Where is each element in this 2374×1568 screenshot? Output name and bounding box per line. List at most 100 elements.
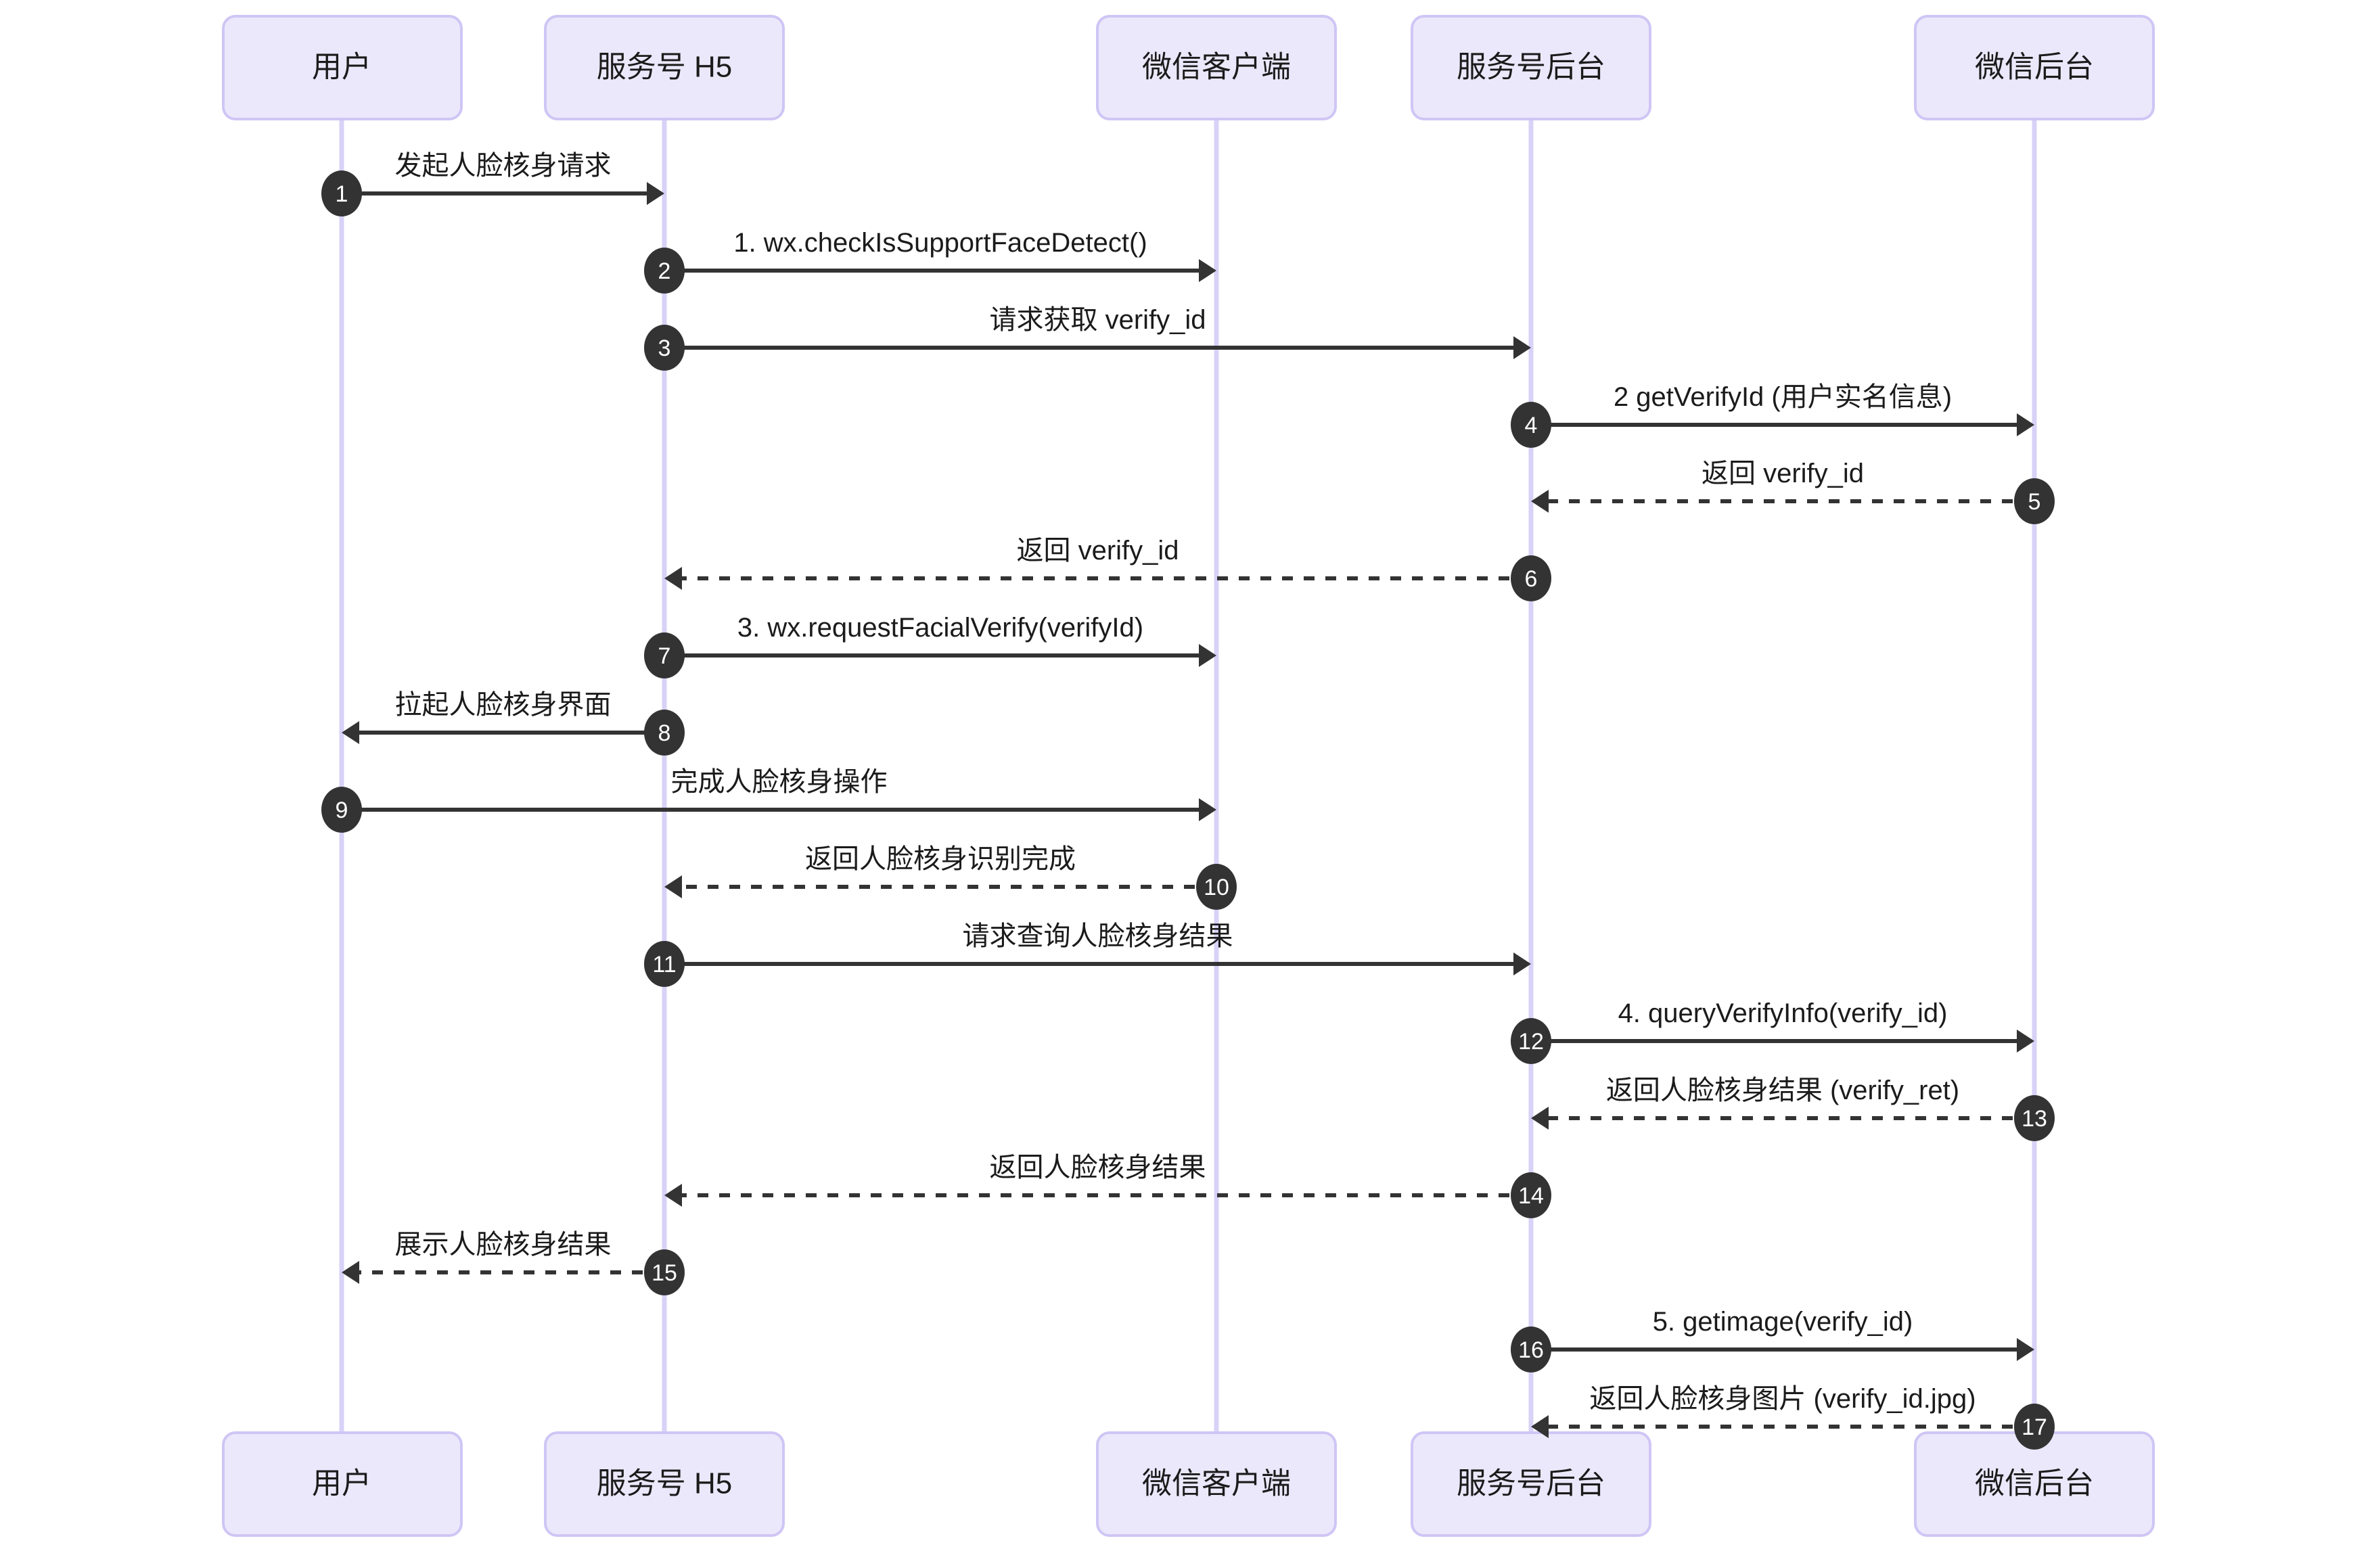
actor-box-backend: [1411, 15, 1651, 120]
sequence-number-17: 17: [2022, 1414, 2047, 1440]
sequence-number-11: 11: [652, 952, 676, 977]
actor-label-user: 用户: [312, 51, 371, 84]
message-arrowhead-6: [664, 567, 682, 590]
message-arrowhead-9: [1199, 798, 1216, 821]
message-14[interactable]: 14 返回人脸核身结果: [664, 1153, 1551, 1218]
message-arrowhead-16: [2017, 1338, 2034, 1361]
message-label-6: 返回 verify_id: [1016, 536, 1179, 566]
message-label-16: 5. getimage(verify_id): [1653, 1307, 1913, 1337]
actor-label-h5: 服务号 H5: [597, 51, 732, 84]
actor-label-wxbackend: 微信后台: [1975, 51, 2094, 84]
message-label-12: 4. queryVerifyInfo(verify_id): [1618, 998, 1948, 1028]
sequence-number-9: 9: [336, 798, 348, 823]
message-label-2: 1. wx.checkIsSupportFaceDetect(): [733, 228, 1147, 258]
message-label-17: 返回人脸核身图片 (verify_id.jpg): [1589, 1384, 1976, 1414]
sequence-bubble-8: [644, 710, 685, 756]
message-12[interactable]: 12 4. queryVerifyInfo(verify_id): [1511, 998, 2034, 1064]
sequence-number-14: 14: [1518, 1183, 1544, 1209]
sequence-number-2: 2: [658, 258, 671, 284]
message-arrowhead-14: [664, 1184, 682, 1207]
message-arrowhead-15: [342, 1261, 359, 1284]
actor-label-wxclient: 微信客户端: [1142, 1467, 1291, 1500]
message-7[interactable]: 7 3. wx.requestFacialVerify(verifyId): [644, 613, 1216, 678]
actor-header-h5[interactable]: 服务号 H5: [544, 15, 785, 120]
actor-footer-user[interactable]: 用户: [222, 1431, 463, 1537]
message-5[interactable]: 5 返回 verify_id: [1531, 459, 2055, 524]
message-label-8: 拉起人脸核身界面: [395, 690, 612, 720]
sequence-bubble-7: [644, 632, 685, 678]
message-label-13: 返回人脸核身结果 (verify_ret): [1606, 1076, 1959, 1105]
actor-label-backend: 服务号后台: [1457, 1467, 1605, 1500]
sequence-bubble-9: [321, 787, 362, 833]
sequence-number-8: 8: [658, 720, 671, 746]
message-6[interactable]: 6 返回 verify_id: [664, 536, 1551, 601]
actor-box-h5: [544, 15, 785, 120]
sequence-bubble-6: [1511, 555, 1551, 601]
actor-footer-wxbackend[interactable]: 微信后台: [1914, 1431, 2155, 1537]
message-arrowhead-13: [1531, 1107, 1549, 1130]
message-arrowhead-7: [1199, 644, 1216, 667]
actor-header-backend[interactable]: 服务号后台: [1411, 15, 1651, 120]
actor-box-backend: [1411, 1431, 1651, 1537]
message-11[interactable]: 11 请求查询人脸核身结果: [644, 921, 1531, 987]
sequence-number-5: 5: [2028, 489, 2041, 515]
sequence-number-3: 3: [658, 336, 671, 361]
message-16[interactable]: 165. getimage(verify_id): [1511, 1307, 2034, 1373]
message-2[interactable]: 2 1. wx.checkIsSupportFaceDetect(): [644, 228, 1216, 294]
actor-footer-wxclient[interactable]: 微信客户端: [1096, 1431, 1337, 1537]
sequence-bubble-2: [644, 248, 685, 294]
actor-box-wxclient: [1096, 15, 1337, 120]
message-arrowhead-3: [1513, 336, 1531, 359]
sequence-number-7: 7: [658, 643, 671, 669]
message-label-7: 3. wx.requestFacialVerify(verifyId): [737, 613, 1143, 643]
message-arrowhead-2: [1199, 259, 1216, 282]
sequence-number-6: 6: [1525, 566, 1538, 592]
message-label-3: 请求获取 verify_id: [989, 305, 1206, 335]
message-1[interactable]: 1 发起人脸核身请求: [321, 151, 664, 216]
actor-box-h5: [544, 1431, 785, 1537]
actor-header-wxclient[interactable]: 微信客户端: [1096, 15, 1337, 120]
sequence-number-12: 12: [1518, 1029, 1544, 1055]
message-arrowhead-17: [1531, 1415, 1549, 1438]
message-label-11: 请求查询人脸核身结果: [963, 921, 1233, 951]
message-label-5: 返回 verify_id: [1702, 459, 1864, 488]
sequence-number-1: 1: [336, 181, 348, 207]
message-label-14: 返回人脸核身结果: [990, 1153, 1206, 1182]
message-label-1: 发起人脸核身请求: [395, 151, 612, 181]
message-17[interactable]: 17 返回人脸核身图片 (verify_id.jpg): [1531, 1384, 2055, 1450]
actor-box-wxclient: [1096, 1431, 1337, 1537]
message-4[interactable]: 42 getVerifyId (用户实名信息): [1511, 382, 2034, 448]
sequence-bubble-17: [2014, 1404, 2055, 1450]
actor-footer-h5[interactable]: 服务号 H5: [544, 1431, 785, 1537]
sequence-number-10: 10: [1204, 875, 1229, 900]
actor-label-backend: 服务号后台: [1457, 51, 1605, 84]
sequence-bubble-3: [644, 325, 685, 371]
messages-layer: 1 发起人脸核身请求 2 1. wx.checkIsSupportFaceDetect…: [321, 151, 2055, 1450]
actor-footer-backend[interactable]: 服务号后台: [1411, 1431, 1651, 1537]
actor-header-wxbackend[interactable]: 微信后台: [1914, 15, 2155, 120]
sequence-bubble-16: [1511, 1327, 1551, 1373]
message-arrowhead-11: [1513, 952, 1531, 975]
message-3[interactable]: 3 请求获取 verify_id: [644, 305, 1531, 371]
message-8[interactable]: 8 拉起人脸核身界面: [342, 690, 685, 756]
message-label-10: 返回人脸核身识别完成: [805, 844, 1076, 874]
message-arrowhead-8: [342, 721, 359, 744]
actor-box-user: [222, 1431, 463, 1537]
actor-label-wxclient: 微信客户端: [1142, 51, 1291, 84]
message-arrowhead-12: [2017, 1030, 2034, 1053]
message-arrowhead-10: [664, 875, 682, 898]
message-arrowhead-5: [1531, 490, 1549, 513]
message-arrowhead-4: [2017, 413, 2034, 436]
sequence-bubble-13: [2014, 1095, 2055, 1141]
sequence-bubble-5: [2014, 478, 2055, 524]
actor-label-h5: 服务号 H5: [597, 1467, 732, 1500]
message-label-15: 展示人脸核身结果: [395, 1230, 612, 1260]
sequence-number-4: 4: [1525, 413, 1538, 438]
actor-header-user[interactable]: 用户: [222, 15, 463, 120]
message-10[interactable]: 10 返回人脸核身识别完成: [664, 844, 1237, 910]
